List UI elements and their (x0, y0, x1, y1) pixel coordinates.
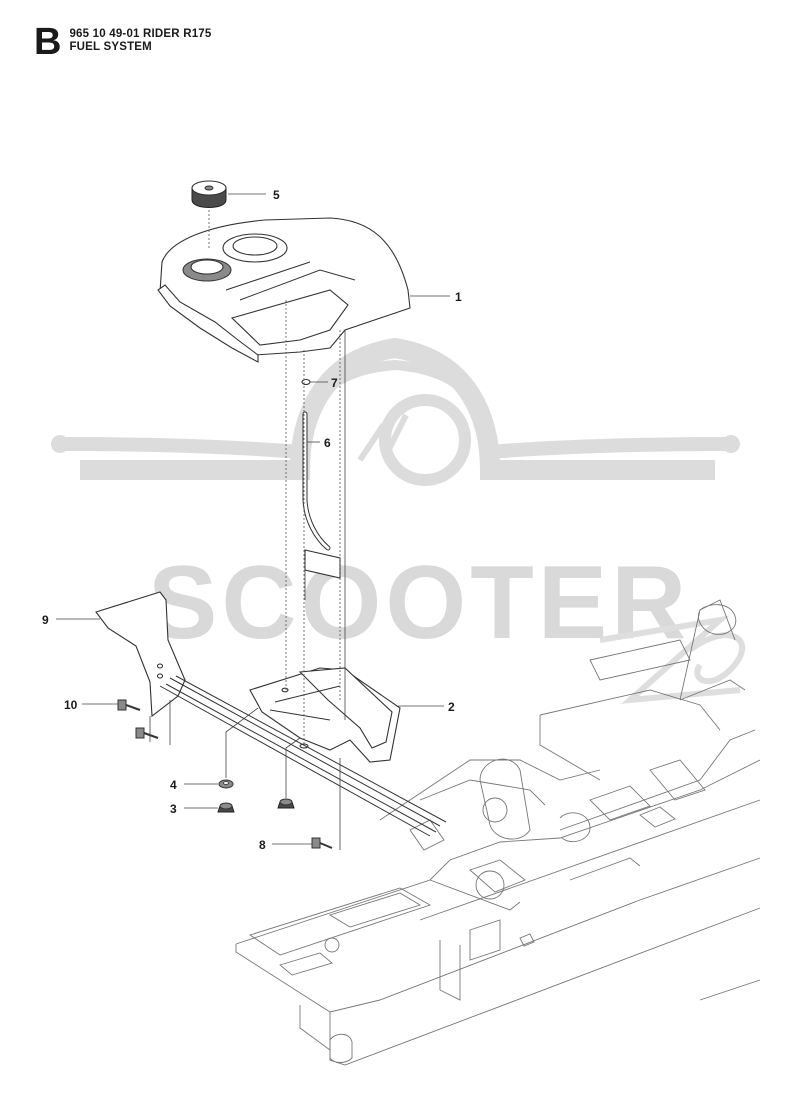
callout-4: 4 (170, 778, 177, 792)
part-nut-3b (277, 798, 295, 809)
watermark-logo (51, 337, 740, 486)
part-tank-bracket (249, 667, 401, 763)
callout-10: 10 (64, 698, 78, 712)
section-letter: B (34, 21, 62, 63)
callout-7: 7 (331, 376, 338, 390)
part-fuel-hose (302, 411, 341, 579)
section-title: FUEL SYSTEM (69, 41, 152, 53)
header-lines: 965 10 49-01 RIDER R175 FUEL SYSTEM (69, 26, 211, 54)
watermark-zip-mark (599, 615, 746, 704)
watermark-text: SCOOTER (148, 545, 690, 661)
callout-6: 6 (324, 436, 331, 450)
assembly-guides (149, 210, 346, 850)
part-hose-clamp (301, 378, 311, 386)
callout-3: 3 (170, 802, 177, 816)
callout-9: 9 (42, 613, 49, 627)
callout-leaders (56, 193, 450, 845)
part-screw-8 (311, 837, 333, 849)
callout-2: 2 (448, 700, 455, 714)
part-screw-10a (117, 699, 141, 711)
callout-1: 1 (455, 290, 462, 304)
callout-5: 5 (273, 188, 280, 202)
part-fuel-cap (191, 180, 227, 208)
part-fuel-tank (157, 217, 411, 363)
part-screw-10b (135, 727, 159, 739)
part-nut-3 (217, 802, 235, 813)
part-washer-4 (218, 779, 234, 789)
chassis-frame (235, 599, 761, 1066)
model-line: 965 10 49-01 RIDER R175 (69, 28, 212, 40)
callout-8: 8 (259, 838, 266, 852)
support-rods (159, 675, 447, 837)
page-header: B 965 10 49-01 RIDER R175 FUEL SYSTEM (34, 21, 212, 63)
